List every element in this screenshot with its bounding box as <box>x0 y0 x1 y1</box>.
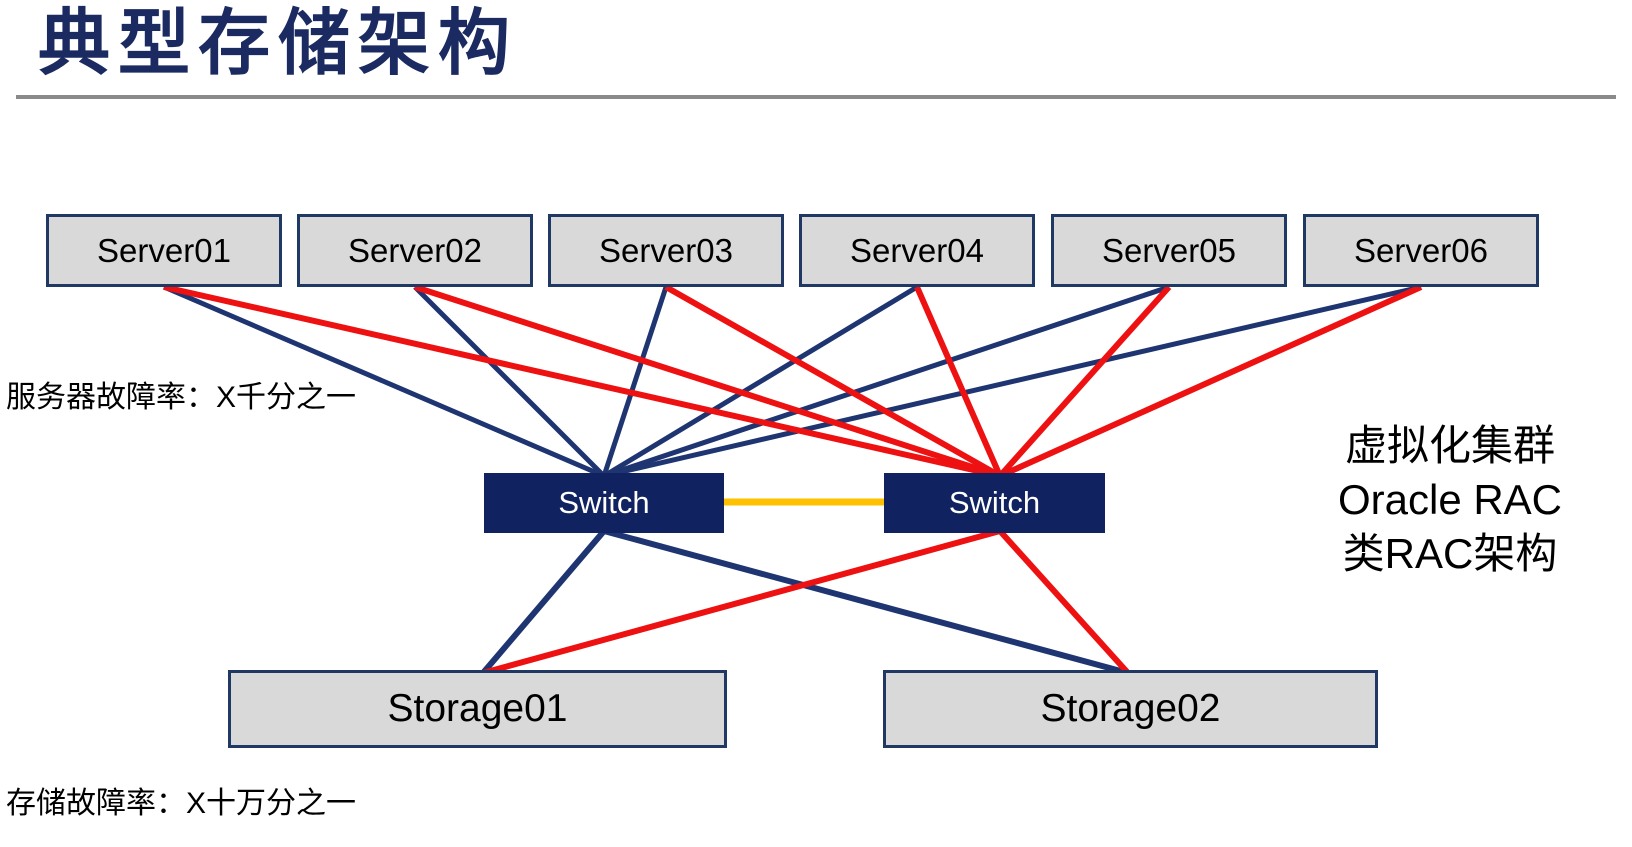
link-blue-server05-switch-left <box>603 284 1170 479</box>
server-node-05: Server05 <box>1051 214 1287 287</box>
storage-node-02: Storage02 <box>883 670 1378 748</box>
cluster-annotation-line-1: 虚拟化集群 <box>1344 422 1555 469</box>
cluster-annotation: 虚拟化集群 Oracle RAC 类RAC架构 <box>1325 419 1575 581</box>
switch-node-right: Switch <box>884 473 1105 533</box>
storage-node-01: Storage01 <box>228 670 727 748</box>
link-red-server06-switch-right <box>998 284 1423 479</box>
cluster-annotation-line-3: 类RAC架构 <box>1342 530 1558 577</box>
link-red-server05-switch-right <box>997 285 1172 478</box>
storage-label-02: Storage02 <box>1040 687 1221 730</box>
link-red-switch-right-storage02 <box>997 528 1131 676</box>
link-red-switch-right-storage01 <box>482 528 1001 676</box>
link-red-server03-switch-right <box>664 284 1002 479</box>
storage-label-01: Storage01 <box>387 687 568 730</box>
link-blue-server04-switch-left <box>602 284 919 479</box>
title-divider <box>16 95 1616 99</box>
link-blue-server02-switch-left <box>413 285 606 478</box>
server-label-06: Server06 <box>1354 231 1488 269</box>
link-blue-server03-switch-left <box>601 286 669 477</box>
note-server-failure-rate: 服务器故障率：X千分之一 <box>6 381 357 414</box>
cluster-annotation-line-2: Oracle RAC <box>1337 476 1563 523</box>
server-label-04: Server04 <box>850 231 984 269</box>
link-red-server02-switch-right <box>414 284 1001 479</box>
server-node-03: Server03 <box>548 214 784 287</box>
server-label-01: Server01 <box>97 231 231 269</box>
server-node-02: Server02 <box>297 214 533 287</box>
switch-label-left: Switch <box>558 485 650 520</box>
switch-label-right: Switch <box>948 485 1041 520</box>
server-node-06: Server06 <box>1303 214 1539 287</box>
page-title: 典型存储架构 <box>38 4 519 84</box>
link-red-server04-switch-right <box>914 285 1003 478</box>
switch-node-left: Switch <box>484 473 724 533</box>
link-blue-switch-left-storage01 <box>480 529 607 675</box>
note-storage-failure-rate: 存储故障率：X十万分之一 <box>6 787 357 820</box>
link-blue-server06-switch-left <box>603 284 1422 479</box>
server-node-04: Server04 <box>799 214 1035 287</box>
server-node-01: Server01 <box>46 214 282 287</box>
link-blue-server01-switch-left <box>163 284 605 479</box>
link-red-server01-switch-right <box>163 284 1001 479</box>
server-label-05: Server05 <box>1102 231 1236 269</box>
link-blue-switch-left-storage02 <box>603 528 1129 676</box>
server-label-02: Server02 <box>348 231 482 269</box>
server-label-03: Server03 <box>599 231 733 269</box>
